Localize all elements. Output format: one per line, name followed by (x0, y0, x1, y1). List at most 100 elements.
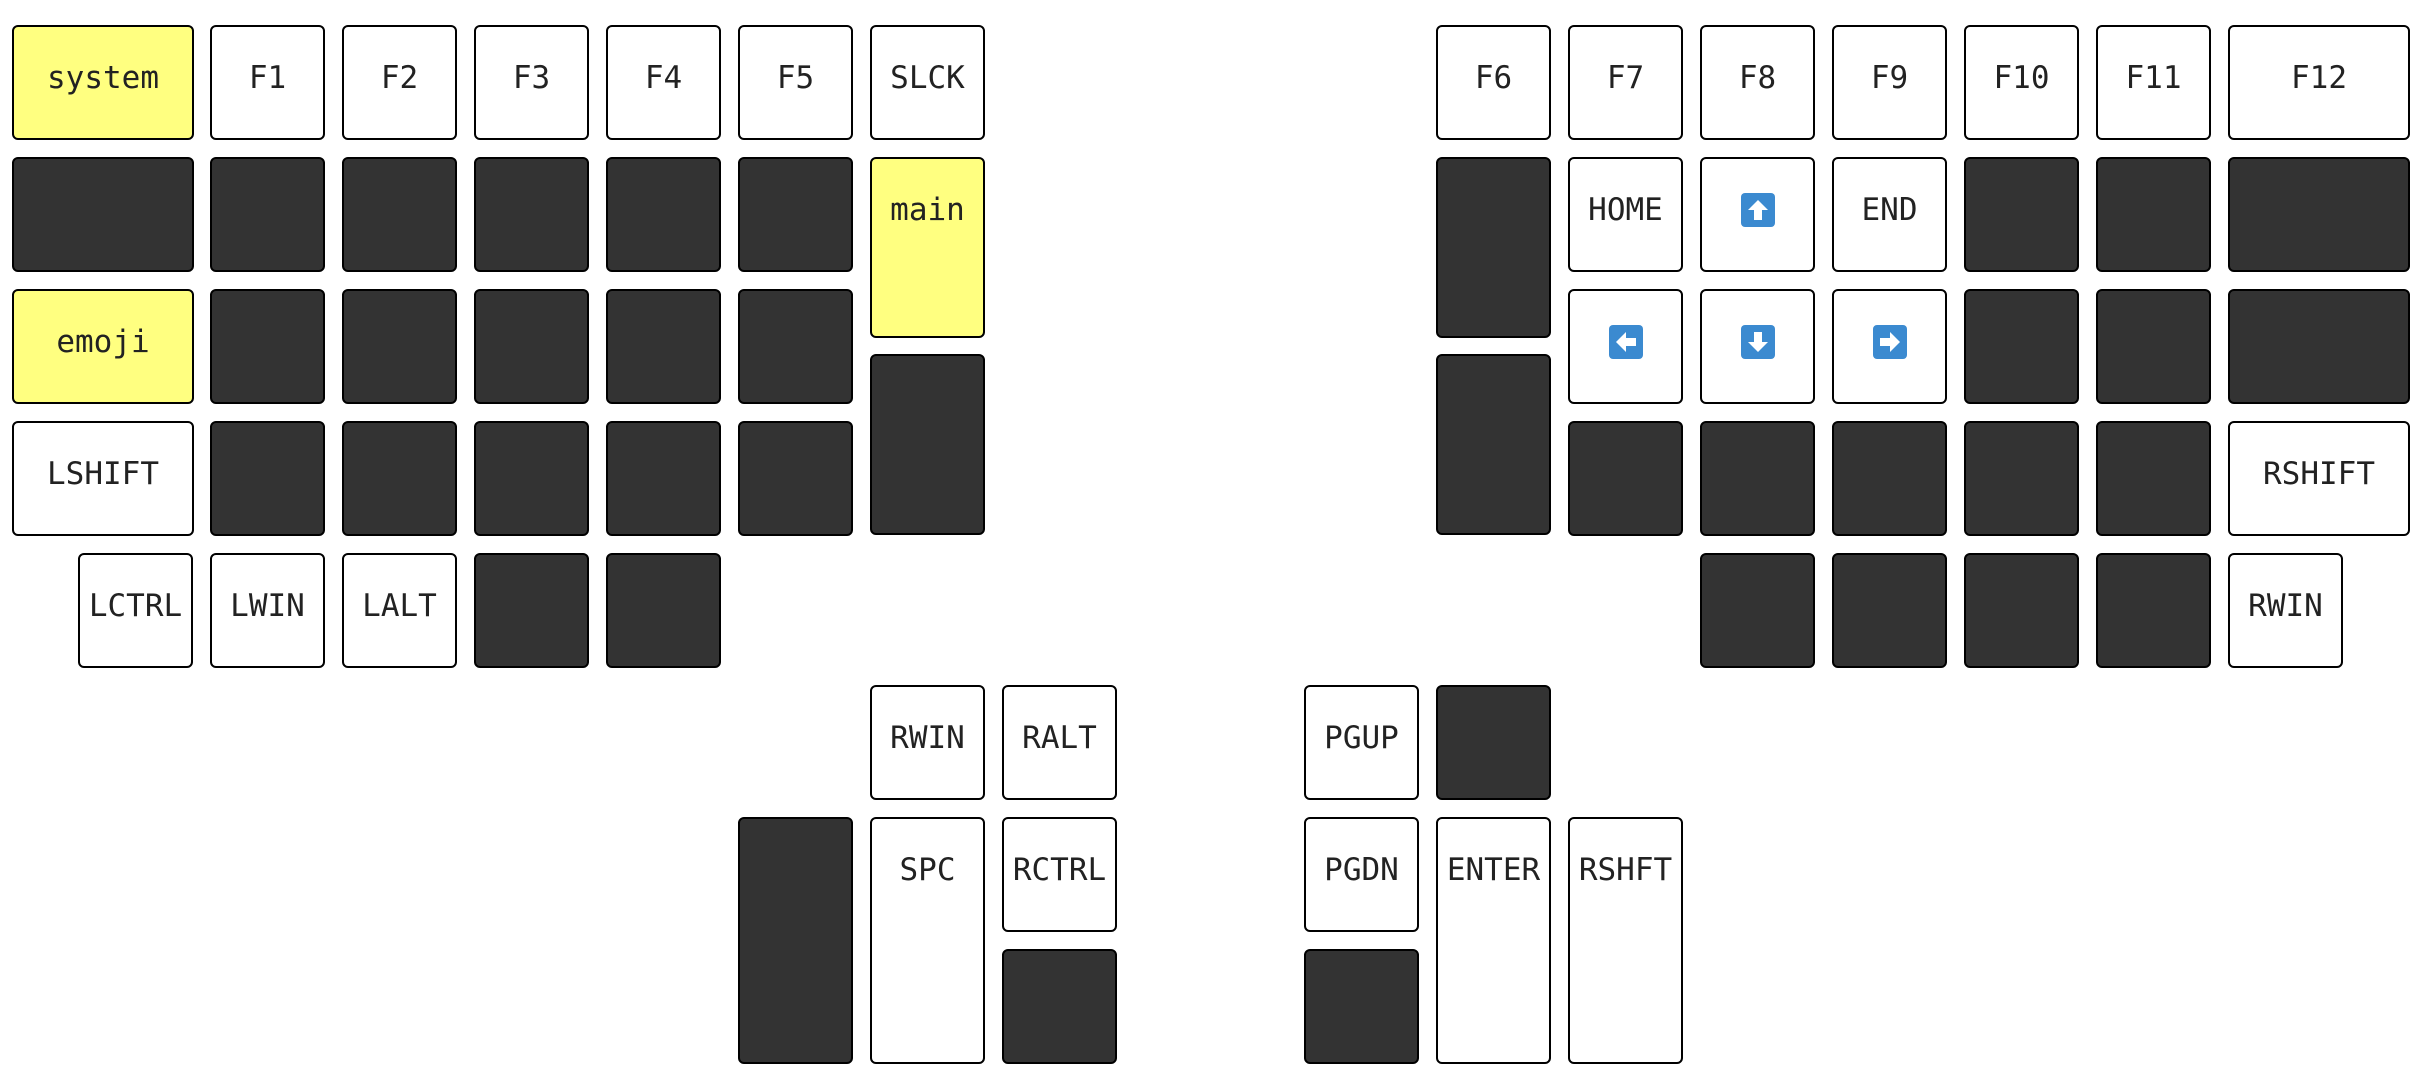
key-label: F4 (644, 60, 683, 96)
blank-key-r-r1-c6 (2228, 157, 2410, 272)
key-l-r4-c0: LCTRL (78, 553, 193, 668)
key-r-r2-c2 (1700, 289, 1815, 404)
arrow-right-icon (1872, 325, 1907, 359)
blank-key-l-r2-c3 (474, 289, 589, 404)
key-rt-pgup: PGUP (1304, 685, 1419, 800)
blank-key-l-r2-c4 (606, 289, 721, 404)
key-label: F6 (1474, 60, 1513, 96)
key-label: F12 (2291, 60, 2347, 96)
blank-key-l-r1-c5 (738, 157, 853, 272)
key-r-r1-c3: END (1832, 157, 1947, 272)
key-r-r0-c4: F10 (1964, 25, 2079, 140)
blank-key-r-r4-c4 (1964, 553, 2079, 668)
key-r-r0-c3: F9 (1832, 25, 1947, 140)
key-r-r0-c0: F6 (1436, 25, 1551, 140)
key-lt-rwin: RWIN (870, 685, 985, 800)
blank-key-l-r3-c5 (738, 421, 853, 536)
blank-key-r-r3-c1 (1568, 421, 1683, 536)
key-l-r0-c0: system (12, 25, 194, 140)
key-label: LWIN (230, 588, 305, 624)
key-label: RWIN (890, 720, 965, 756)
key-label: LALT (362, 588, 437, 624)
key-lt-ralt: RALT (1002, 685, 1117, 800)
key-rt-rshft: RSHFT (1568, 817, 1683, 1064)
key-r-r0-c1: F7 (1568, 25, 1683, 140)
key-r-r0-c5: F11 (2096, 25, 2211, 140)
key-label: RWIN (2248, 588, 2323, 624)
key-l-r0-c3: F3 (474, 25, 589, 140)
key-r-r0-c2: F8 (1700, 25, 1815, 140)
key-rt-enter: ENTER (1436, 817, 1551, 1064)
key-label: F11 (2125, 60, 2182, 96)
key-label: system (47, 60, 159, 96)
blank-key-l-r1-c2 (342, 157, 457, 272)
blank-key-l-r3-c1 (210, 421, 325, 536)
blank-key-l-r2-c1 (210, 289, 325, 404)
blank-key-r-r1-c4 (1964, 157, 2079, 272)
blank-key-rt-top-blank (1436, 685, 1551, 800)
key-label: F1 (248, 60, 287, 96)
blank-key-l-r3-c3 (474, 421, 589, 536)
key-rt-pgdn: PGDN (1304, 817, 1419, 932)
key-label: LCTRL (88, 588, 183, 624)
blank-key-r-r2-c4 (1964, 289, 2079, 404)
key-label: PGDN (1324, 852, 1399, 888)
key-l-r0-c6: SLCK (870, 25, 985, 140)
blank-key-r-r3-c3 (1832, 421, 1947, 536)
blank-key-l-r4-c4 (606, 553, 721, 668)
blank-key-rt-small-blank (1304, 949, 1419, 1064)
blank-key-l-r2-c2 (342, 289, 457, 404)
blank-key-l-r1-c4 (606, 157, 721, 272)
key-lt-spc: SPC (870, 817, 985, 1064)
arrow-down-icon (1740, 325, 1775, 359)
key-label: LSHIFT (47, 456, 159, 492)
blank-key-r-r4-c2 (1700, 553, 1815, 668)
key-label: ENTER (1446, 852, 1541, 888)
key-label: HOME (1588, 192, 1663, 228)
key-label: F7 (1606, 60, 1645, 96)
key-label: RSHIFT (2263, 456, 2375, 492)
key-l-r0-c4: F4 (606, 25, 721, 140)
arrow-left-icon (1608, 325, 1643, 359)
key-r-r3-c6: RSHIFT (2228, 421, 2410, 536)
blank-key-r-r3-c5 (2096, 421, 2211, 536)
blank-key-l-r3-c4 (606, 421, 721, 536)
key-label: RCTRL (1012, 852, 1107, 888)
arrow-up-icon (1740, 193, 1775, 227)
blank-key-l-r4-c3 (474, 553, 589, 668)
key-label: PGUP (1324, 720, 1399, 756)
blank-key-r-r3-c2 (1700, 421, 1815, 536)
key-label: emoji (56, 324, 150, 360)
key-r-r1-c1: HOME (1568, 157, 1683, 272)
key-r-r2-c3 (1832, 289, 1947, 404)
key-label: F10 (1993, 60, 2050, 96)
blank-key-r-r4-c5 (2096, 553, 2211, 668)
key-l-r4-c1: LWIN (210, 553, 325, 668)
key-l-r1-c6: main (870, 157, 985, 338)
key-label: SLCK (890, 60, 965, 96)
blank-key-l-r1-c1 (210, 157, 325, 272)
blank-key-lt-small-blank (1002, 949, 1117, 1064)
key-label: RALT (1022, 720, 1097, 756)
key-r-r1-c2 (1700, 157, 1815, 272)
blank-key-r-r3-c4 (1964, 421, 2079, 536)
blank-key-l-r3-c2 (342, 421, 457, 536)
blank-key-r-r2-c0 (1436, 354, 1551, 535)
key-r-r0-c6: F12 (2228, 25, 2410, 140)
blank-key-l-r2-c6 (870, 354, 985, 535)
key-l-r3-c0: LSHIFT (12, 421, 194, 536)
key-lt-rctrl: RCTRL (1002, 817, 1117, 932)
key-label: F5 (776, 60, 815, 96)
key-label: RSHFT (1578, 852, 1673, 888)
blank-key-r-r1-c0 (1436, 157, 1551, 338)
blank-key-lt-big-blank (738, 817, 853, 1064)
blank-key-r-r4-c3 (1832, 553, 1947, 668)
key-l-r0-c1: F1 (210, 25, 325, 140)
blank-key-l-r1-c3 (474, 157, 589, 272)
key-r-r4-c6: RWIN (2228, 553, 2343, 668)
key-label: F3 (512, 60, 551, 96)
key-l-r2-c0: emoji (12, 289, 194, 404)
key-label: F9 (1870, 60, 1909, 96)
key-label: F8 (1738, 60, 1777, 96)
